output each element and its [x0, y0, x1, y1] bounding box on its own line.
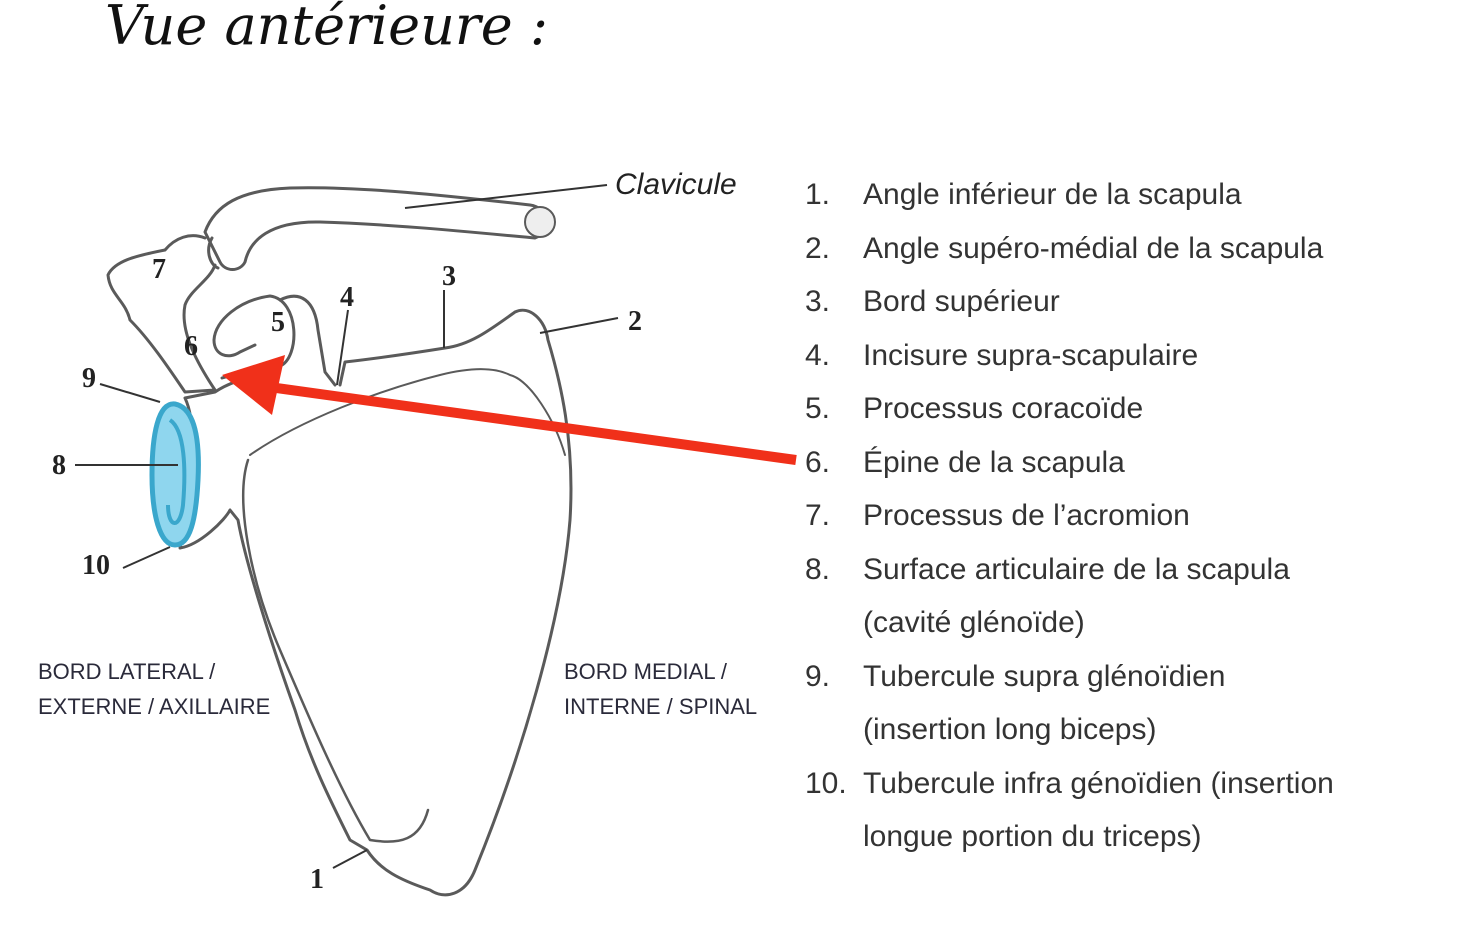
legend-item: 3. Bord supérieur: [805, 275, 1334, 329]
label-10: 10: [82, 550, 110, 581]
legend-item: 2. Angle supéro-médial de la scapula: [805, 222, 1334, 276]
medial-border-line2: INTERNE / SPINAL: [564, 694, 757, 719]
legend-num: 5.: [805, 392, 831, 425]
legend-item: 7. Processus de l’acromion: [805, 489, 1334, 543]
legend-list: 1. Angle inférieur de la scapula 2. Angle …: [805, 168, 1334, 864]
legend-item: 9. Tubercule supra glénoïdien: [805, 650, 1334, 704]
label-7: 7: [152, 254, 166, 285]
legend-item: 6. Épine de la scapula: [805, 436, 1334, 490]
legend-continuation: (cavité glénoïde): [863, 606, 1085, 639]
label-8: 8: [52, 450, 66, 481]
legend-num: 4.: [805, 338, 831, 372]
legend-text: Épine de la scapula: [863, 445, 1125, 479]
label-9: 9: [82, 363, 96, 394]
legend-num: 8.: [805, 552, 831, 586]
label-4: 4: [340, 282, 354, 313]
lateral-border-line2: EXTERNE / AXILLAIRE: [38, 694, 270, 719]
legend-text: Bord supérieur: [863, 285, 1060, 318]
label-2: 2: [628, 306, 642, 337]
legend-num: 10.: [805, 766, 847, 800]
label-3: 3: [442, 261, 456, 292]
legend-num: 2.: [805, 231, 831, 265]
legend-text: Tubercule supra glénoïdien: [863, 659, 1226, 693]
legend-item: 8. Surface articulaire de la scapula: [805, 543, 1334, 597]
label-1: 1: [310, 864, 324, 895]
legend-item: 5. Processus coracoïde: [805, 382, 1334, 436]
medial-border-line1: BORD MEDIAL /: [564, 659, 728, 684]
clavicle-end: [524, 206, 556, 238]
clavicle-outline: [203, 186, 548, 271]
legend-text: Surface articulaire de la scapula: [863, 552, 1290, 586]
scapula-outline: [178, 308, 573, 897]
lateral-border-line1: BORD LATERAL /: [38, 659, 216, 684]
legend-text: Tubercule infra génoïdien (insertion: [863, 766, 1334, 800]
legend-item: 1. Angle inférieur de la scapula: [805, 168, 1334, 222]
legend-num: 1.: [805, 178, 831, 211]
label-6: 6: [184, 331, 198, 362]
legend-text: Processus coracoïde: [863, 392, 1144, 425]
legend-item: 4. Incisure supra-scapulaire: [805, 329, 1334, 383]
legend-item: 10. Tubercule infra génoïdien (insertion: [805, 757, 1334, 811]
legend-continuation: (insertion long biceps): [863, 713, 1157, 746]
acromion-outline: [106, 234, 217, 394]
page-title: Vue antérieure :: [105, 0, 549, 57]
legend-continuation: longue portion du triceps): [863, 820, 1202, 853]
legend-text: Angle supéro-médial de la scapula: [863, 231, 1324, 265]
legend-text: Processus de l’acromion: [863, 499, 1190, 532]
legend-num: 6.: [805, 445, 831, 479]
legend-text: Incisure supra-scapulaire: [863, 338, 1199, 372]
legend-num: 3.: [805, 285, 831, 318]
clavicle-label: Clavicule: [615, 168, 737, 201]
legend-num: 9.: [805, 659, 831, 693]
pointer-arrow: [222, 355, 797, 465]
legend-text: Angle inférieur de la scapula: [863, 178, 1242, 211]
glenoid-cavity: [149, 401, 201, 548]
legend-num: 7.: [805, 499, 831, 532]
label-5: 5: [271, 307, 285, 338]
